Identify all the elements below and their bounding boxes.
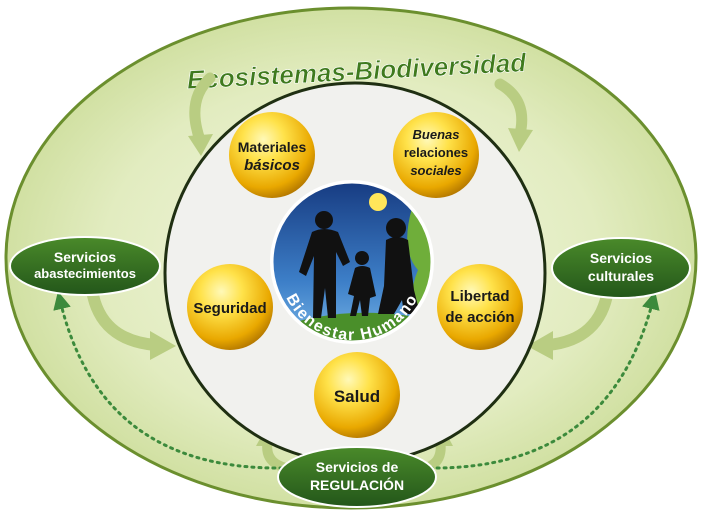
service-provisioning-line2: abastecimientos: [34, 266, 136, 281]
component-materials: Materiales básicos: [229, 112, 315, 198]
service-provisioning-line1: Servicios: [54, 249, 116, 265]
component-freedom-line1: Libertad: [450, 288, 509, 305]
title-right-arrowhead-icon: [508, 128, 533, 152]
title-left-arrow-icon: [189, 72, 216, 146]
service-regulation-line2: REGULACIÓN: [310, 476, 404, 493]
component-relations-line2: relaciones: [404, 145, 468, 160]
service-provisioning: Servicios abastecimientos: [9, 236, 161, 296]
component-health: Salud: [314, 352, 400, 438]
component-security: Seguridad: [187, 264, 273, 350]
left-service-arrow-icon: [86, 284, 161, 351]
component-relations-line3: sociales: [410, 163, 461, 178]
dotted-arrow-left: [53, 291, 284, 470]
title-left-arrowhead-icon: [188, 134, 213, 156]
component-relations-line1: Buenas: [413, 127, 460, 142]
service-regulation-line1: Servicios de: [316, 459, 399, 475]
component-materials-line1: Materiales: [238, 139, 307, 155]
dotted-arrow-right: [428, 291, 660, 470]
title-right-arrow-icon: [494, 78, 528, 140]
sun-icon: [369, 193, 387, 211]
right-service-arrow-icon: [542, 284, 614, 351]
component-security-label: Seguridad: [193, 300, 266, 317]
component-health-label: Salud: [334, 387, 380, 406]
component-relations: Buenas relaciones sociales: [393, 112, 479, 198]
service-cultural-line1: Servicios: [590, 250, 652, 266]
component-freedom-line2: de acción: [445, 309, 514, 326]
component-freedom: Libertad de acción: [437, 264, 523, 350]
left-service-arrowhead-icon: [150, 331, 176, 360]
family-silhouette-icon: [299, 211, 420, 318]
service-cultural: Servicios culturales: [551, 237, 691, 299]
component-materials-line2: básicos: [244, 157, 300, 174]
service-regulation: Servicios de REGULACIÓN: [277, 446, 437, 508]
service-cultural-line2: culturales: [588, 268, 654, 284]
right-service-arrowhead-icon: [527, 331, 553, 360]
